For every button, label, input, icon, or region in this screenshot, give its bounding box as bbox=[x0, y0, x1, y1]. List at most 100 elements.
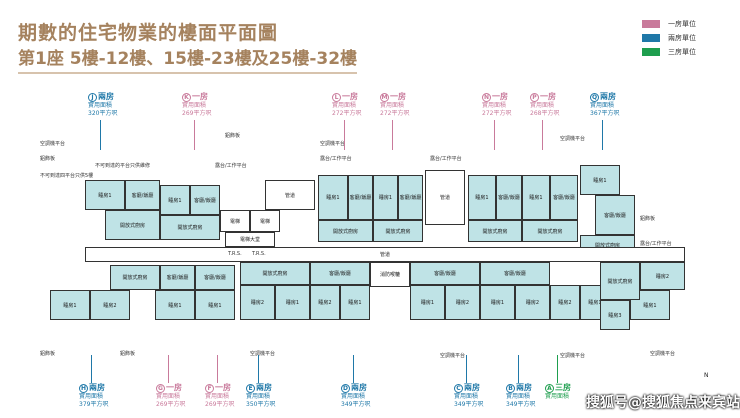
unit-type: 兩房 bbox=[464, 383, 480, 392]
unit-id-badge: Q bbox=[590, 93, 599, 102]
room-fire: 消防喉轆 bbox=[370, 262, 410, 287]
page-title: 期數的住宅物業的樓面平面圖 bbox=[18, 22, 279, 44]
area-label: 實用面積 bbox=[506, 393, 531, 400]
unit-area: 269平方呎 bbox=[156, 401, 186, 408]
room-bed2: 睡房2 bbox=[445, 285, 480, 320]
unit-type: 兩房 bbox=[600, 92, 616, 101]
area-label: 實用面積 bbox=[590, 102, 615, 109]
unit-area: 269平方呎 bbox=[205, 401, 235, 408]
room-kitchen: 開放式廚房 bbox=[373, 220, 423, 242]
plan-note-ac: 空調機平台 bbox=[560, 136, 586, 142]
callout-line bbox=[494, 120, 495, 150]
legend: 一房單位兩房單位三房單位 bbox=[642, 17, 696, 59]
room-kitchen: 開放式廚房 bbox=[600, 262, 640, 300]
callout-line bbox=[100, 120, 101, 150]
plan-note-utility: 露台/工作平台 bbox=[430, 156, 462, 162]
plan-note-noaccess2: 不可到達四平台只供5樓 bbox=[40, 173, 94, 179]
room-bed1: 睡房1 bbox=[410, 285, 445, 320]
plan-note-ac: 空調機平台 bbox=[650, 351, 676, 357]
callout-line bbox=[392, 120, 393, 150]
room-living: 客廳/飯廳 bbox=[125, 180, 160, 210]
plan-note-utility: 露台/工作平台 bbox=[215, 163, 247, 169]
plan-note-fin: 鋁飾板 bbox=[40, 156, 56, 162]
unit-id-badge: F bbox=[205, 384, 214, 393]
room-kitchen: 開放式廚房 bbox=[110, 265, 160, 290]
unit-area: 272平方呎 bbox=[482, 110, 512, 117]
unit-type: 三房 bbox=[555, 383, 571, 392]
unit-type: 一房 bbox=[540, 92, 556, 101]
room-lobby: 電梯大堂 bbox=[225, 232, 275, 247]
unit-id-badge: L bbox=[332, 93, 341, 102]
unit-type: 一房 bbox=[390, 92, 406, 101]
plan-note-ac: 空調機平台 bbox=[560, 353, 586, 359]
room-bed1: 睡房1 bbox=[50, 290, 90, 320]
plan-note-fin: 鋁飾板 bbox=[640, 216, 656, 222]
room-bed2: 睡房2 bbox=[640, 262, 685, 290]
room-bed3: 睡房3 bbox=[600, 300, 630, 330]
room-bed1: 睡房1 bbox=[522, 175, 550, 220]
room-living: 客廳/飯廳 bbox=[348, 175, 373, 220]
room-bed1: 睡房1 bbox=[160, 185, 190, 215]
legend-item: 三房單位 bbox=[642, 45, 696, 59]
callout-line bbox=[194, 120, 195, 150]
unit-area: 349平方呎 bbox=[454, 401, 484, 408]
room-living: 客廳/飯廳 bbox=[496, 175, 522, 220]
room-living: 客廳/飯廳 bbox=[550, 175, 578, 220]
callout-line bbox=[542, 120, 543, 150]
legend-item: 一房單位 bbox=[642, 17, 696, 31]
room-bed1: 睡房1 bbox=[318, 175, 348, 220]
callout-line bbox=[344, 120, 345, 150]
room-living: 客廳/飯廳 bbox=[190, 185, 220, 215]
unit-area: 269平方呎 bbox=[182, 110, 212, 117]
room-bed1: 睡房1 bbox=[340, 285, 370, 320]
area-label: 實用面積 bbox=[341, 393, 366, 400]
unit-type: 兩房 bbox=[256, 383, 272, 392]
area-label: 實用面積 bbox=[482, 102, 507, 109]
unit-type: 一房 bbox=[342, 92, 358, 101]
unit-id-badge: N bbox=[482, 93, 491, 102]
room-living: 客廳/飯廳 bbox=[595, 195, 635, 235]
room-kitchen: 開放式廚房 bbox=[160, 215, 220, 240]
callout-line bbox=[557, 355, 558, 383]
north-arrow-icon: N bbox=[704, 372, 709, 379]
area-label: 實用面積 bbox=[530, 102, 555, 109]
room-bed1: 睡房1 bbox=[195, 290, 235, 320]
area-label: 實用面積 bbox=[454, 393, 479, 400]
room-bed2: 睡房2 bbox=[240, 285, 275, 320]
page-subtitle: 第1座 5樓-12樓、15樓-23樓及25樓-32樓 bbox=[18, 44, 358, 74]
unit-id-badge: C bbox=[454, 384, 463, 393]
callout-line bbox=[602, 120, 603, 150]
room-living: 客廳/飯廳 bbox=[160, 265, 195, 290]
room-living: 客廳/飯廳 bbox=[398, 175, 423, 220]
callout-line bbox=[466, 355, 467, 383]
plan-note-utility: 露台/工作平台 bbox=[640, 241, 672, 247]
unit-id-badge: E bbox=[246, 384, 255, 393]
unit-area: 320平方呎 bbox=[88, 110, 118, 117]
room-bed1: 睡房1 bbox=[480, 285, 515, 320]
callout-line bbox=[217, 355, 218, 383]
unit-area: 367平方呎 bbox=[590, 110, 620, 117]
unit-area: 349平方呎 bbox=[341, 401, 371, 408]
plan-note-ac: 空調機平台 bbox=[320, 141, 346, 147]
plan-note-fin: 鋁飾板 bbox=[120, 351, 136, 357]
unit-area: 272平方呎 bbox=[380, 110, 410, 117]
room-duct: 管道 bbox=[265, 180, 315, 210]
area-label: 實用面積 bbox=[182, 102, 207, 109]
unit-type: 兩房 bbox=[516, 383, 532, 392]
unit-type: 兩房 bbox=[98, 92, 114, 101]
room-bed2: 睡房2 bbox=[310, 285, 340, 320]
area-label: 實用面積 bbox=[79, 393, 104, 400]
plan-note-ac: 空調機平台 bbox=[40, 141, 66, 147]
area-label: 實用面積 bbox=[88, 102, 113, 109]
legend-label: 三房單位 bbox=[668, 48, 696, 56]
unit-id-badge: M bbox=[380, 93, 389, 102]
callout-line bbox=[91, 355, 92, 383]
unit-type: 一房 bbox=[166, 383, 182, 392]
unit-type: 一房 bbox=[215, 383, 231, 392]
